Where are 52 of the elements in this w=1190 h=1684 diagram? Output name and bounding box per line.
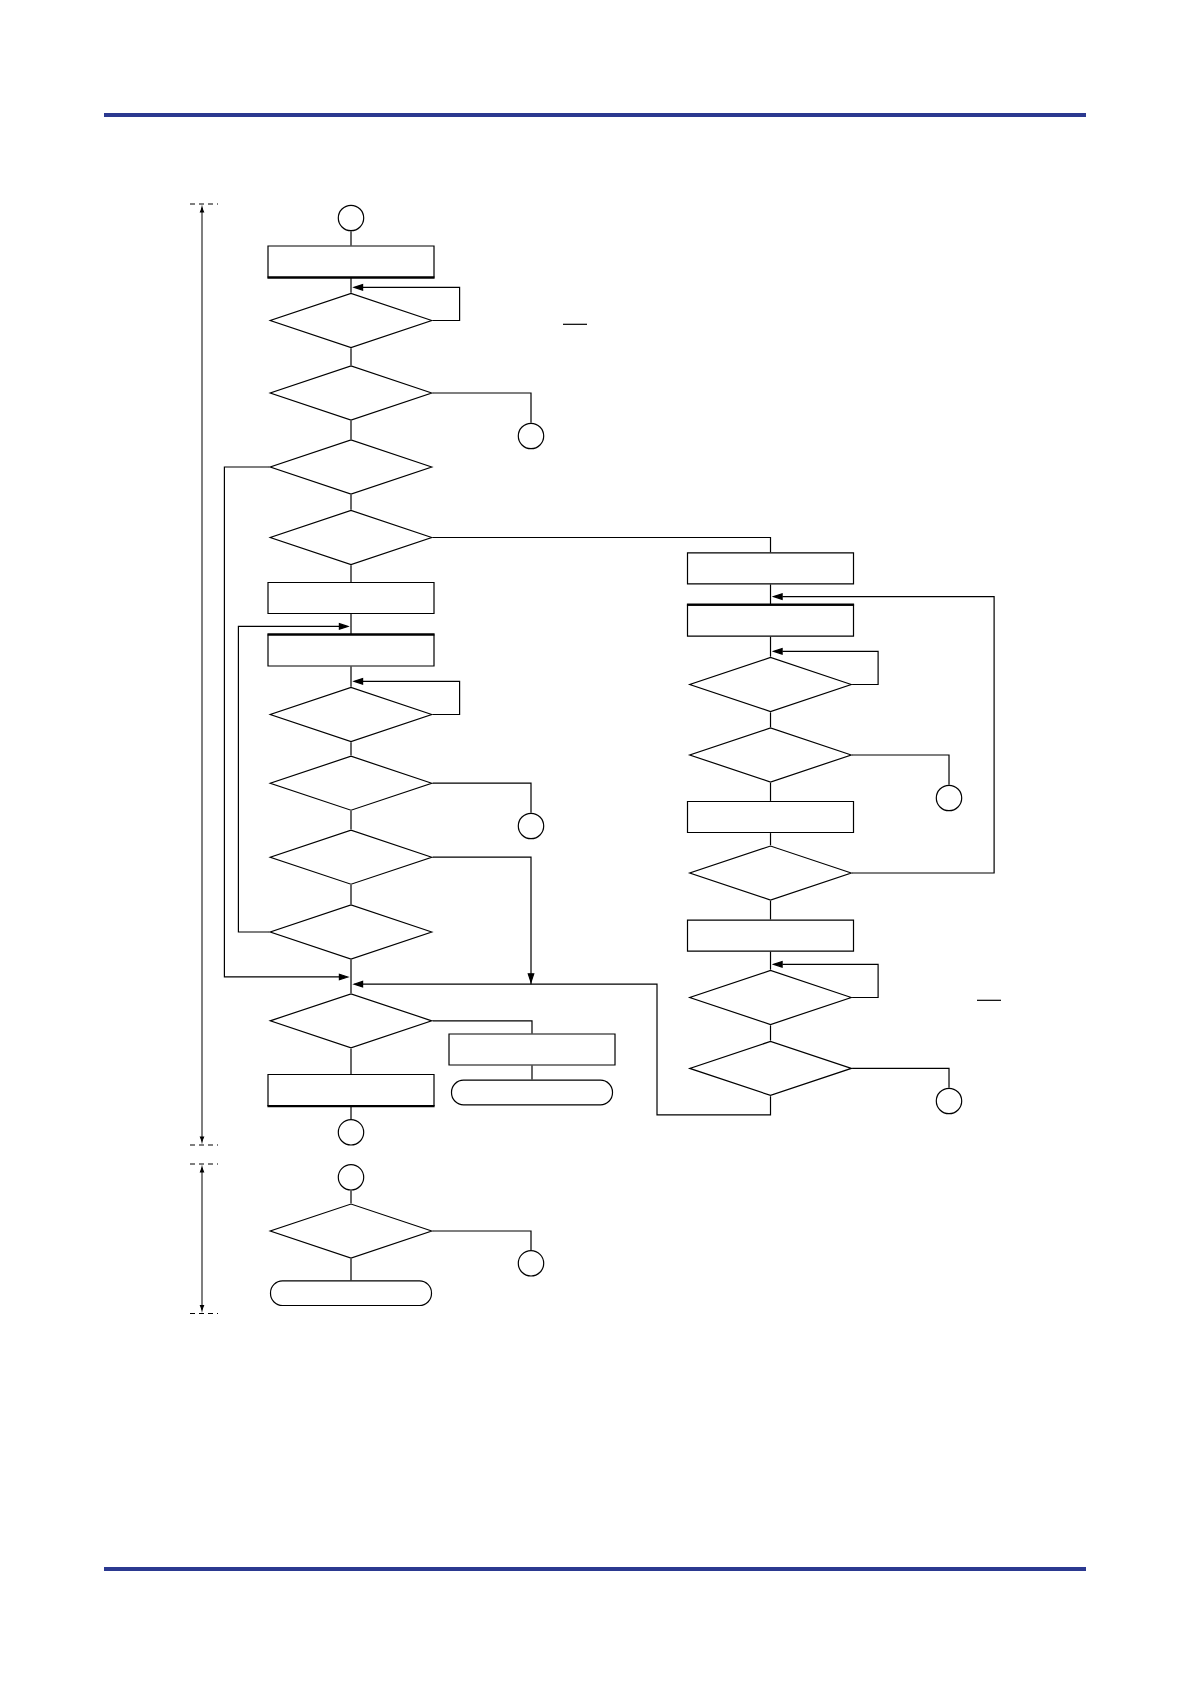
connector-line (851, 754, 950, 786)
connector-circle (337, 204, 365, 232)
connector-line (350, 277, 352, 294)
connector-line (769, 711, 772, 728)
process-box (267, 581, 435, 615)
arrow (432, 856, 535, 985)
connector-line (350, 230, 352, 246)
connector-line (350, 666, 352, 688)
connector-line (769, 782, 772, 802)
connector-line (769, 636, 772, 658)
connector-line (769, 951, 772, 971)
process-box (267, 1073, 435, 1108)
connector-line (350, 1190, 352, 1204)
process-box (267, 245, 435, 279)
connector-line (432, 536, 772, 553)
connector-line (432, 1020, 533, 1034)
connector-line (350, 420, 352, 440)
connector-line (350, 564, 352, 583)
connector-line (769, 583, 772, 606)
connector-line (350, 494, 352, 511)
connector-circle (337, 1119, 365, 1146)
connector-line (432, 782, 532, 814)
connector-line (432, 1230, 532, 1251)
process-box (267, 633, 435, 667)
connector-line (350, 884, 352, 905)
connector-line (350, 1048, 352, 1075)
process-box (686, 552, 855, 585)
connector-line (769, 1024, 772, 1042)
connector-line (769, 900, 772, 921)
connector-line (531, 1065, 533, 1081)
process-box (686, 919, 855, 952)
connector-line (350, 347, 352, 366)
connector-line (432, 392, 532, 424)
connector-circle (517, 1250, 545, 1277)
connector-line (769, 832, 772, 846)
terminal-box (269, 1280, 433, 1307)
connector-circle (337, 1164, 365, 1191)
connector-line (350, 959, 352, 994)
connector-line (350, 1105, 352, 1120)
connector-line (851, 1067, 950, 1089)
terminal-box (450, 1079, 614, 1106)
connector-circle (935, 784, 963, 812)
process-box (686, 603, 855, 637)
process-box (448, 1033, 616, 1066)
connector-line (350, 613, 352, 635)
connector-line (350, 810, 352, 830)
connector-circle (935, 1087, 963, 1115)
process-box (686, 800, 855, 834)
connector-line (350, 741, 352, 756)
connector-circle (517, 812, 545, 840)
connector-circle (517, 422, 545, 450)
connector-line (350, 1258, 352, 1281)
